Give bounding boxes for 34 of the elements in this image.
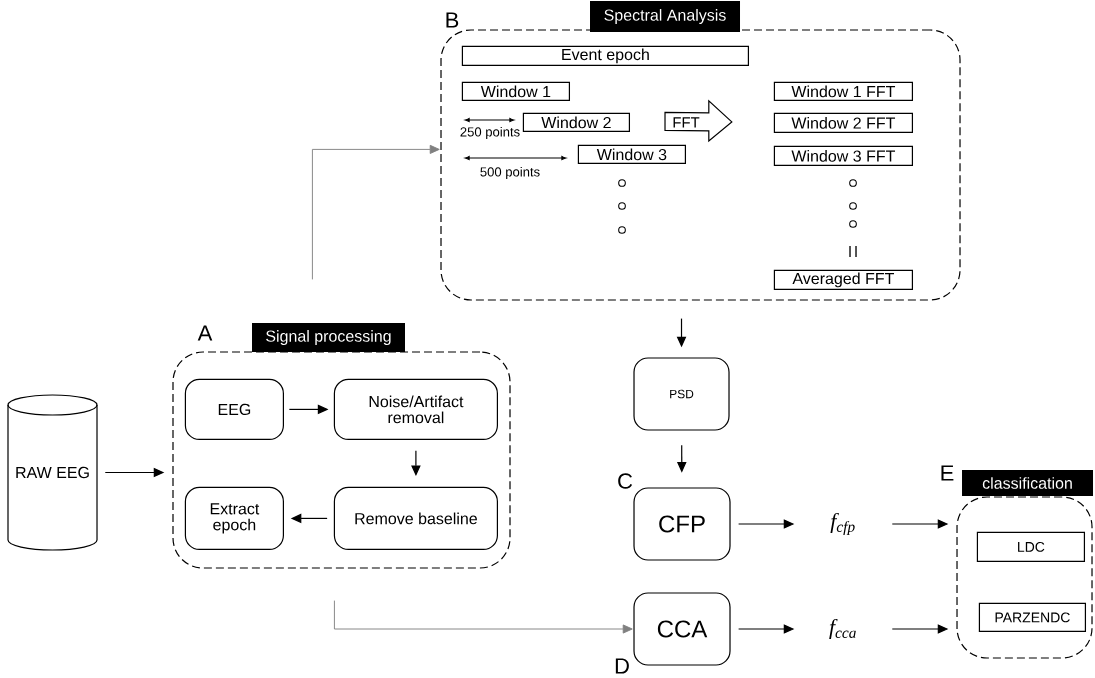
window-box: Window 1 FFT xyxy=(773,81,913,101)
window-box: Window 3 xyxy=(577,144,686,164)
node-label: classification xyxy=(982,477,1072,489)
database-cylinder: RAW EEG xyxy=(7,394,98,551)
node-label: Spectral Analysis xyxy=(604,9,726,24)
window-box: Window 2 xyxy=(522,112,630,132)
window-box: PARZENDC xyxy=(978,602,1086,632)
feature-symbol: f$_{cca}$ xyxy=(829,618,856,640)
block-arrow xyxy=(664,99,733,143)
arrow xyxy=(333,600,633,634)
panel-letter: A xyxy=(197,325,213,341)
process-box: PSD xyxy=(633,357,730,431)
window-box: LDC xyxy=(976,531,1085,562)
process-box: EEG xyxy=(184,378,284,440)
process-box: Noise/Artifact removal xyxy=(333,378,498,440)
panel-letter: E xyxy=(941,465,954,481)
edge-label: FFT xyxy=(673,117,700,128)
dimension-label: 250 points xyxy=(460,126,520,140)
window-box: Window 2 FFT xyxy=(773,112,913,133)
window-box: Event epoch xyxy=(461,45,749,66)
feature-symbol: f$_{cfp}$ xyxy=(830,512,855,536)
panel-letter: D xyxy=(615,658,629,674)
process-box: CCA xyxy=(633,592,731,666)
window-box: Window 1 xyxy=(461,81,570,101)
process-box: Remove baseline xyxy=(333,486,498,550)
arrow xyxy=(311,144,440,280)
panel-letter: B xyxy=(446,12,459,28)
node-label: Signal processing xyxy=(266,330,391,345)
dimension-label: 500 points xyxy=(480,166,540,180)
process-box: CFP xyxy=(633,487,731,561)
process-box: Extract epoch xyxy=(184,486,284,550)
window-box: Averaged FFT xyxy=(773,269,913,290)
window-box: Window 3 FFT xyxy=(773,145,913,166)
panel-letter: C xyxy=(618,473,633,489)
